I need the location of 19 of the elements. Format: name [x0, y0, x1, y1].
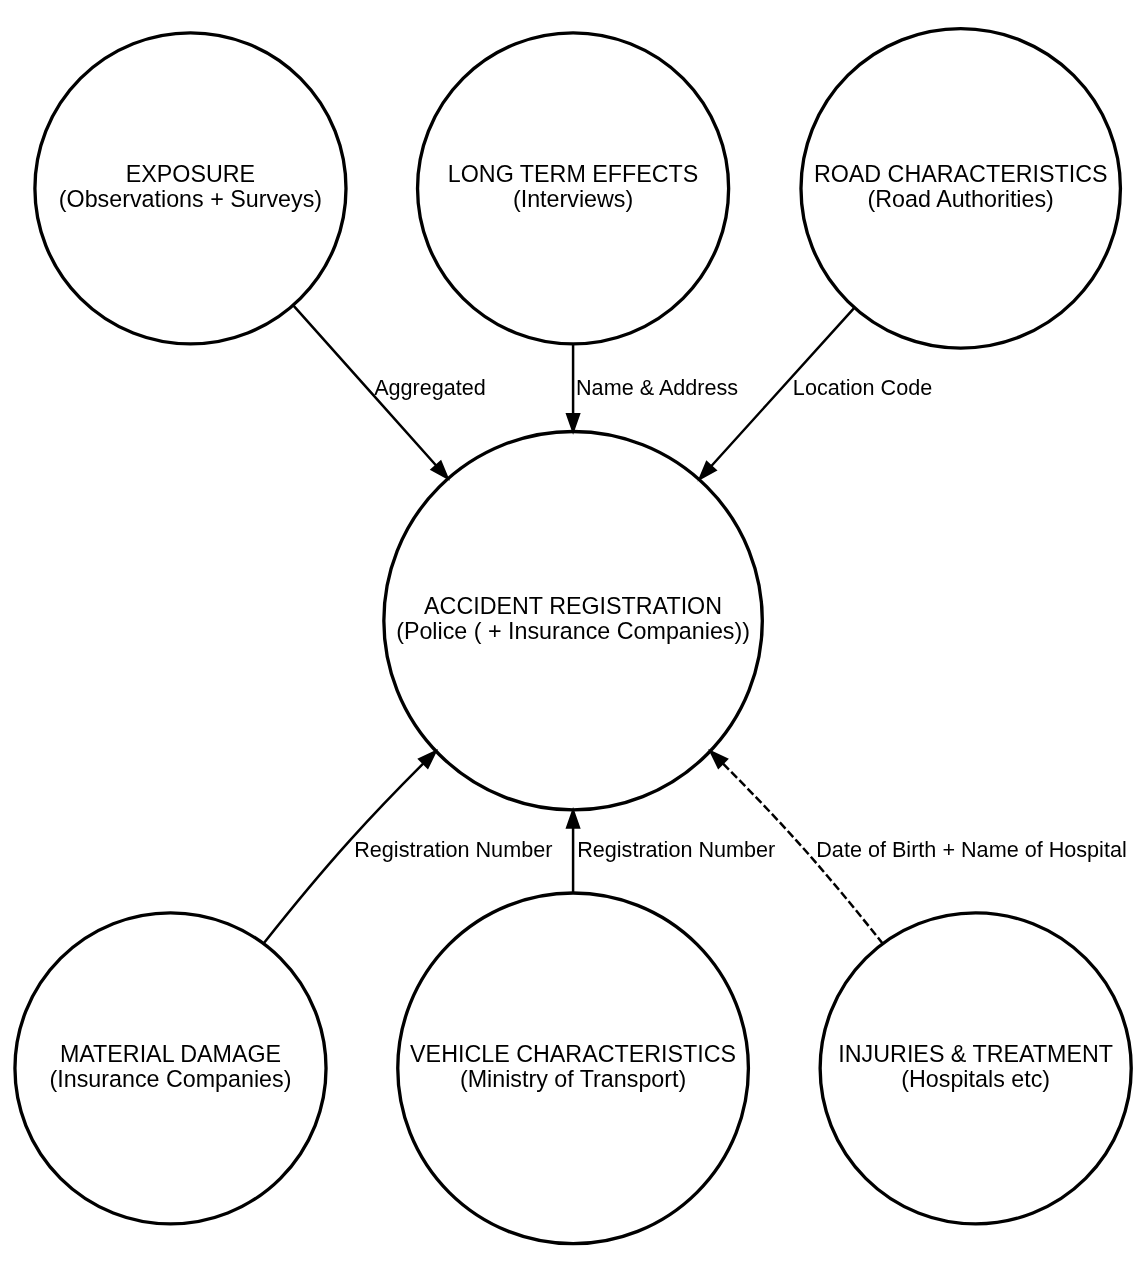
edge-label: Location Code: [792, 374, 933, 400]
arrow: [262, 748, 439, 944]
node-circle: VEHICLE CHARACTERISTICS (Ministry of Transport): [396, 890, 751, 1245]
arrow: [565, 806, 581, 893]
node-circle: EXPOSURE (Observations + Surveys): [33, 30, 348, 346]
edge-label: Registration Number: [354, 836, 553, 862]
arrow: [708, 748, 884, 944]
node-circle: ACCIDENT REGISTRATION (Police ( + Insurance Companies)): [382, 429, 764, 812]
arrow: [565, 343, 581, 435]
edge-label: Date of Birth + Name of Hospital: [816, 836, 1127, 862]
edge-label: Aggregated: [374, 374, 486, 400]
node-circle: MATERIAL DAMAGE (Insurance Companies): [13, 910, 328, 1226]
arrow: [697, 306, 856, 481]
edge-label: Name & Address: [576, 374, 739, 400]
node-circle: INJURIES & TREATMENT (Hospitals etc): [818, 910, 1133, 1226]
edge-label: Registration Number: [577, 836, 776, 862]
node-circle: LONG TERM EFFECTS (Interviews): [415, 30, 731, 346]
arrow: [292, 304, 450, 481]
node-circle: ROAD CHARACTERISTICS (Road Authorities): [799, 26, 1123, 350]
